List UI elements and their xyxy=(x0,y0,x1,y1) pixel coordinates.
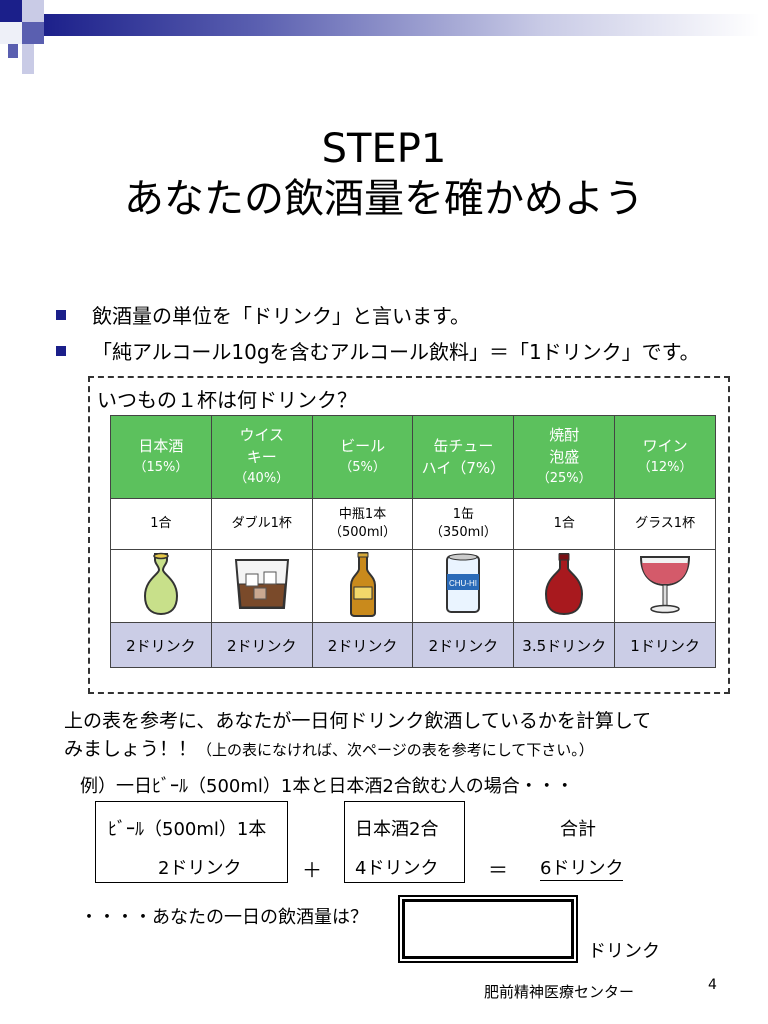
drink-name-cell: 焼酎 泡盛（25%） xyxy=(513,415,616,499)
drink-unit-cell: 中瓶1本 （500ml） xyxy=(311,498,414,550)
drink-count-row: 2ドリンク 2ドリンク 2ドリンク 2ドリンク 3.5ドリンク 1ドリンク xyxy=(110,622,716,668)
sake-bottle-icon xyxy=(143,552,178,616)
can-label: CHU-HI xyxy=(449,579,477,588)
drink-name-cell: ビール（5%） xyxy=(311,415,414,499)
example-box-beer-value: 2ドリンク xyxy=(158,858,242,879)
drink-image-cell xyxy=(614,549,716,623)
drink-count-cell: 2ドリンク xyxy=(311,622,414,668)
drink-count-cell: 2ドリンク xyxy=(210,622,313,668)
drink-image-cell xyxy=(210,549,313,623)
chuhi-can-icon: CHU-HI xyxy=(446,553,481,613)
whisky-glass-icon xyxy=(234,559,289,609)
total-label: 合計 xyxy=(560,819,596,840)
drink-count-cell: 3.5ドリンク xyxy=(513,622,616,668)
bullet-text: 「純アルコール10gを含むアルコール飲料」＝「1ドリンク」です。 xyxy=(92,340,700,364)
bullet-item: 「純アルコール10gを含むアルコール飲料」＝「1ドリンク」です。 xyxy=(56,336,700,365)
drink-name-cell: 缶チュー ハイ（7%） xyxy=(412,415,515,499)
equals-sign: ＝ xyxy=(488,858,508,882)
header-square-small-2 xyxy=(8,44,18,58)
drink-table-title: いつもの１杯は何ドリンク？ xyxy=(97,388,357,412)
answer-unit: ドリンク xyxy=(588,941,660,962)
footer-organization: 肥前精神医療センター xyxy=(484,983,635,1001)
drink-count-cell: 2ドリンク xyxy=(110,622,212,668)
page-title-line2: あなたの飲酒量を確かめよう xyxy=(124,176,644,222)
drink-name-cell: 日本酒（15%） xyxy=(110,415,212,499)
instruction-line-1: 上の表を参考に、あなたが一日何ドリンク飲酒しているかを計算して xyxy=(64,710,652,732)
drink-unit-cell: グラス1杯 xyxy=(614,498,716,550)
wine-glass-icon xyxy=(640,556,691,614)
beer-bottle-icon xyxy=(349,552,376,617)
shochu-bottle-icon xyxy=(545,553,584,616)
bullet-text: 飲酒量の単位を「ドリンク」と言います。 xyxy=(92,304,470,328)
header-square-white xyxy=(0,22,22,44)
answer-box-outer xyxy=(398,895,578,963)
drink-count-cell: 1ドリンク xyxy=(614,622,716,668)
page-number: 4 xyxy=(708,977,717,993)
drink-name-cell: ワイン（12%） xyxy=(614,415,716,499)
plus-sign: ＋ xyxy=(302,858,322,882)
header-gradient-bar xyxy=(40,14,760,36)
total-value: 6ドリンク xyxy=(540,854,624,881)
drink-unit-cell: 1合 xyxy=(110,498,212,550)
header-square-dark xyxy=(0,0,22,22)
drink-name-cell: ウイス キー（40%） xyxy=(210,415,313,499)
example-box-beer xyxy=(95,801,288,883)
answer-input-box[interactable] xyxy=(402,899,574,959)
drink-table: 日本酒（15%） ウイス キー（40%） ビール（5%） 缶チュー ハイ（7%）… xyxy=(110,415,716,668)
drink-unit-row: 1合 ダブル1杯 中瓶1本 （500ml） 1缶 （350ml） 1合 グラス1… xyxy=(110,498,716,550)
bullet-item: 飲酒量の単位を「ドリンク」と言います。 xyxy=(56,300,470,329)
drink-image-cell: CHU-HI xyxy=(412,549,515,623)
example-box-sake xyxy=(344,801,465,883)
header-square-small xyxy=(22,44,34,74)
example-box-sake-label: 日本酒2合 xyxy=(355,819,439,840)
drink-image-cell xyxy=(110,549,212,623)
drink-unit-cell: ダブル1杯 xyxy=(210,498,313,550)
question-text: ・・・・あなたの一日の飲酒量は？ xyxy=(80,907,368,928)
example-box-beer-label: ﾋﾞｰﾙ（500ml）1本 xyxy=(108,819,267,840)
bullet-square-icon xyxy=(56,346,66,356)
header-square-light xyxy=(22,0,44,22)
drink-image-cell xyxy=(513,549,616,623)
bullet-square-icon xyxy=(56,310,66,320)
drink-image-cell xyxy=(311,549,414,623)
drink-table-frame xyxy=(88,376,730,694)
instruction-line-2-note: （上の表になければ、次ページの表を参考にして下さい。） xyxy=(197,741,594,759)
page-title-line1: STEP1 xyxy=(321,126,447,172)
drink-count-cell: 2ドリンク xyxy=(412,622,515,668)
header-square-mid xyxy=(22,22,44,44)
instruction-line-2: みましょう！！（上の表になければ、次ページの表を参考にして下さい。） xyxy=(64,734,594,761)
drink-name-row: 日本酒（15%） ウイス キー（40%） ビール（5%） 缶チュー ハイ（7%）… xyxy=(110,415,716,499)
example-box-sake-value: 4ドリンク xyxy=(355,858,439,879)
drink-unit-cell: 1合 xyxy=(513,498,616,550)
instruction-line-2-main: みましょう！！ xyxy=(64,738,198,760)
drink-unit-cell: 1缶 （350ml） xyxy=(412,498,515,550)
example-heading: 例）一日ﾋﾞｰﾙ（500ml）1本と日本酒2合飲む人の場合・・・ xyxy=(80,776,574,797)
drink-image-row: CHU-HI xyxy=(110,549,716,623)
